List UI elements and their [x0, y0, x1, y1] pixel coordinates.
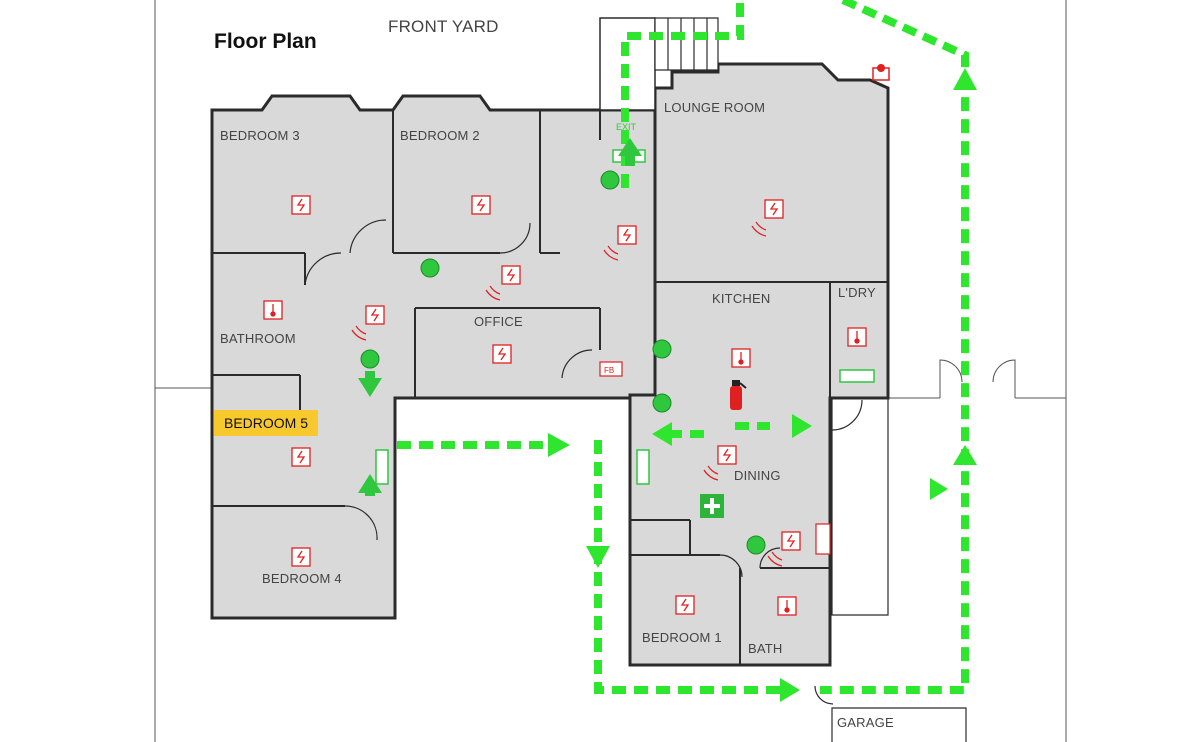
arrow-up-icon: [358, 474, 382, 493]
smoke-alarm-icon: [291, 547, 311, 567]
porch-steps: [654, 17, 719, 71]
arrow-right-icon: [930, 478, 948, 500]
label-front-yard: FRONT YARD: [388, 17, 499, 36]
smoke-alarm-icon: [492, 344, 512, 364]
arrow-right-icon: [792, 414, 812, 438]
arrow-up-icon: [953, 445, 977, 465]
label-bedroom-2: BEDROOM 2: [400, 128, 480, 143]
exit-sign-icon: [839, 369, 875, 383]
arrow-down-icon: [358, 378, 382, 397]
heat-detector-icon: [777, 596, 797, 616]
heat-detector-icon: [731, 348, 751, 368]
label-bedroom-4: BEDROOM 4: [262, 571, 342, 586]
smoke-alarm-icon: [675, 595, 695, 615]
smoke-alarm-icon: [717, 445, 737, 465]
emergency-lights: [360, 170, 766, 555]
fire-extinguisher-icon: [730, 380, 747, 410]
smoke-alarm-icon: [781, 531, 801, 551]
interior-walls: [212, 110, 888, 665]
label-dining: DINING: [734, 468, 781, 483]
label-bath: BATH: [748, 641, 783, 656]
smoke-alarms: [291, 195, 801, 615]
label-garage: GARAGE: [837, 715, 894, 730]
door-swings: [304, 219, 863, 705]
label-bedroom-3: BEDROOM 3: [220, 128, 300, 143]
alarm-signal-waves: [351, 221, 783, 567]
fire-blanket-icon: [599, 361, 623, 377]
emergency-light-icon: [746, 535, 766, 555]
room-labels: FRONT YARD BEDROOM 3 BEDROOM 2 LOUNGE RO…: [220, 17, 894, 730]
page-title: Floor Plan: [214, 30, 317, 53]
fire-blanket-label: FB: [604, 366, 614, 375]
exit-sign-icon: [636, 449, 650, 485]
label-lounge-room: LOUNGE ROOM: [664, 100, 765, 115]
highlighted-room-label: BEDROOM 5: [214, 410, 318, 436]
heat-detectors: [263, 300, 867, 616]
smoke-alarm-icon: [501, 265, 521, 285]
emergency-light-icon: [652, 339, 672, 359]
emergency-light-icon: [360, 349, 380, 369]
label-laundry: L'DRY: [838, 285, 876, 300]
arrow-up-icon: [953, 68, 977, 90]
smoke-alarm-icon: [471, 195, 491, 215]
smoke-alarm-icon: [365, 305, 385, 325]
label-bathroom: BATHROOM: [220, 331, 296, 346]
west-wing: [210, 94, 657, 620]
house-floor: [210, 17, 890, 667]
smoke-alarm-icon: [291, 195, 311, 215]
first-aid-icon: [700, 494, 724, 518]
heat-detector-icon: [847, 327, 867, 347]
fire-blanket-icon: [815, 523, 831, 555]
emergency-light-icon: [420, 258, 440, 278]
heat-detector-icon: [263, 300, 283, 320]
arrow-down-icon: [586, 546, 610, 568]
fire-blankets: FB: [599, 361, 831, 555]
garage-outline: [831, 398, 967, 742]
evacuation-route: [397, 0, 969, 694]
evacuation-arrows: [358, 68, 977, 702]
exit-sign-icon: [375, 449, 389, 485]
label-office: OFFICE: [474, 314, 523, 329]
smoke-alarm-icon: [764, 199, 784, 219]
smoke-alarm-icon: [291, 447, 311, 467]
property-boundary: [154, 0, 1067, 742]
smoke-alarm-icon: [617, 225, 637, 245]
arrow-right-icon: [548, 433, 570, 457]
emergency-light-icon: [652, 393, 672, 413]
exit-sign-label: EXIT: [616, 122, 637, 132]
label-kitchen: KITCHEN: [712, 291, 770, 306]
alarm-bell-icon: [872, 64, 890, 81]
emergency-light-icon: [600, 170, 620, 190]
arrow-up-icon: [618, 138, 642, 156]
arrow-right-icon: [780, 678, 800, 702]
arrow-left-icon: [652, 422, 672, 446]
label-bedroom-1: BEDROOM 1: [642, 630, 722, 645]
east-block: [628, 62, 890, 667]
